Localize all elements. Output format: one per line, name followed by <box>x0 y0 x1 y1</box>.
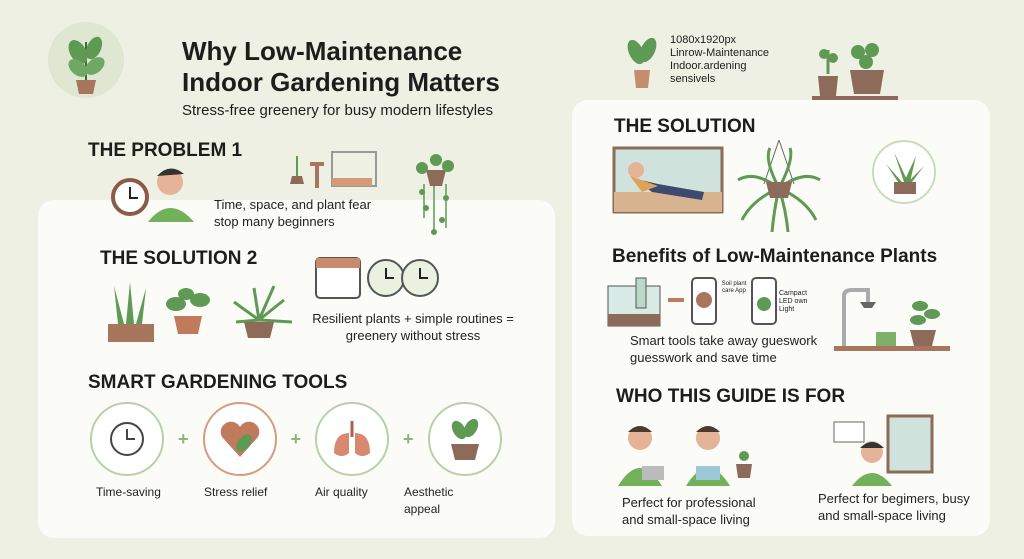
professionals-icon <box>612 414 762 486</box>
left-panel <box>38 200 555 538</box>
shelf-plants-icon <box>810 40 900 102</box>
solution-text-line: Resilient plants + simple routines = <box>312 311 514 326</box>
heart-leaf-icon <box>202 402 277 476</box>
calendar-clocks-icon <box>314 254 444 302</box>
lungs-icon <box>315 402 390 476</box>
potted-plant-icon <box>427 402 502 476</box>
tool-label: Aesthetic appeal <box>404 485 454 516</box>
caption-line: sensivels <box>670 73 716 85</box>
caption-line: Linrow-Maintenance <box>670 47 770 59</box>
plus-sign: + <box>178 428 189 449</box>
plus-sign: + <box>403 428 414 449</box>
relaxing-person-icon <box>612 146 724 214</box>
cramped-room-icon <box>280 148 380 190</box>
benefits-text-line: guesswork and save time <box>630 350 777 365</box>
who-left-text: Perfect for professional and small-space … <box>622 494 756 528</box>
subtitle: Stress-free greenery for busy modern lif… <box>182 102 493 119</box>
stressed-person-clock-icon <box>108 162 208 222</box>
who-text-line: and small-space living <box>818 508 946 523</box>
tool-label: Stress relief <box>204 485 268 499</box>
benefits-text-line: Smart tools take away gueswork <box>630 333 818 348</box>
succulent-circle-icon <box>872 140 936 204</box>
led-label: Campact LED own Light <box>779 290 808 313</box>
spider-plant-icon <box>734 140 824 236</box>
who-right-text: Perfect for begimers, busy and small-spac… <box>818 490 970 524</box>
who-text-line: Perfect for begimers, busy <box>818 491 970 506</box>
benefits-heading: Benefits of Low-Maintenance Plants <box>612 246 938 267</box>
problem-heading: THE PROBLEM 1 <box>88 140 243 161</box>
problem-text: Time, space, and plant fear stop many beg… <box>214 196 371 230</box>
who-heading: WHO THIS GUIDE IS FOR <box>616 386 846 407</box>
header-plant-icon <box>48 22 124 98</box>
tool-label: Air quality <box>315 485 368 499</box>
solution-text-line: greenery without stress <box>345 328 481 343</box>
tool-label: Time-saving <box>96 485 161 499</box>
hanging-plant-icon <box>412 148 458 236</box>
solution-heading-right: THE SOLUTION <box>614 116 756 137</box>
beginner-window-icon <box>832 414 936 486</box>
smart-tools-illustration <box>606 274 786 328</box>
problem-text-line: Time, space, and plant fear <box>214 197 372 212</box>
tools-row: + + + <box>90 402 502 476</box>
top-right-caption: 1080x1920px Linrow-Maintenance Indoor.ar… <box>670 34 769 86</box>
clock-icon <box>90 402 164 476</box>
solution-heading-left: THE SOLUTION 2 <box>100 248 258 269</box>
benefits-text: Smart tools take away gueswork guesswork … <box>630 332 817 366</box>
title-line-2: Indoor Gardening Matters <box>182 67 500 97</box>
solution-text-left: Resilient plants + simple routines = gree… <box>308 310 518 344</box>
app-label: Soil plant care App <box>721 281 747 294</box>
resilient-plants-icon <box>104 282 304 344</box>
caption-line: 1080x1920px <box>670 34 737 46</box>
grow-light-shelf-icon <box>832 286 952 356</box>
problem-text-line: stop many beginners <box>214 214 335 229</box>
who-text-line: Perfect for professional <box>622 495 756 510</box>
who-text-line: and small-space living <box>622 512 750 527</box>
top-plant-icon <box>622 32 662 90</box>
title-line-1: Why Low-Maintenance <box>182 36 463 66</box>
plus-sign: + <box>290 428 302 449</box>
tools-heading: SMART GARDENING TOOLS <box>88 372 348 393</box>
caption-line: Indoor.ardening <box>670 60 747 72</box>
